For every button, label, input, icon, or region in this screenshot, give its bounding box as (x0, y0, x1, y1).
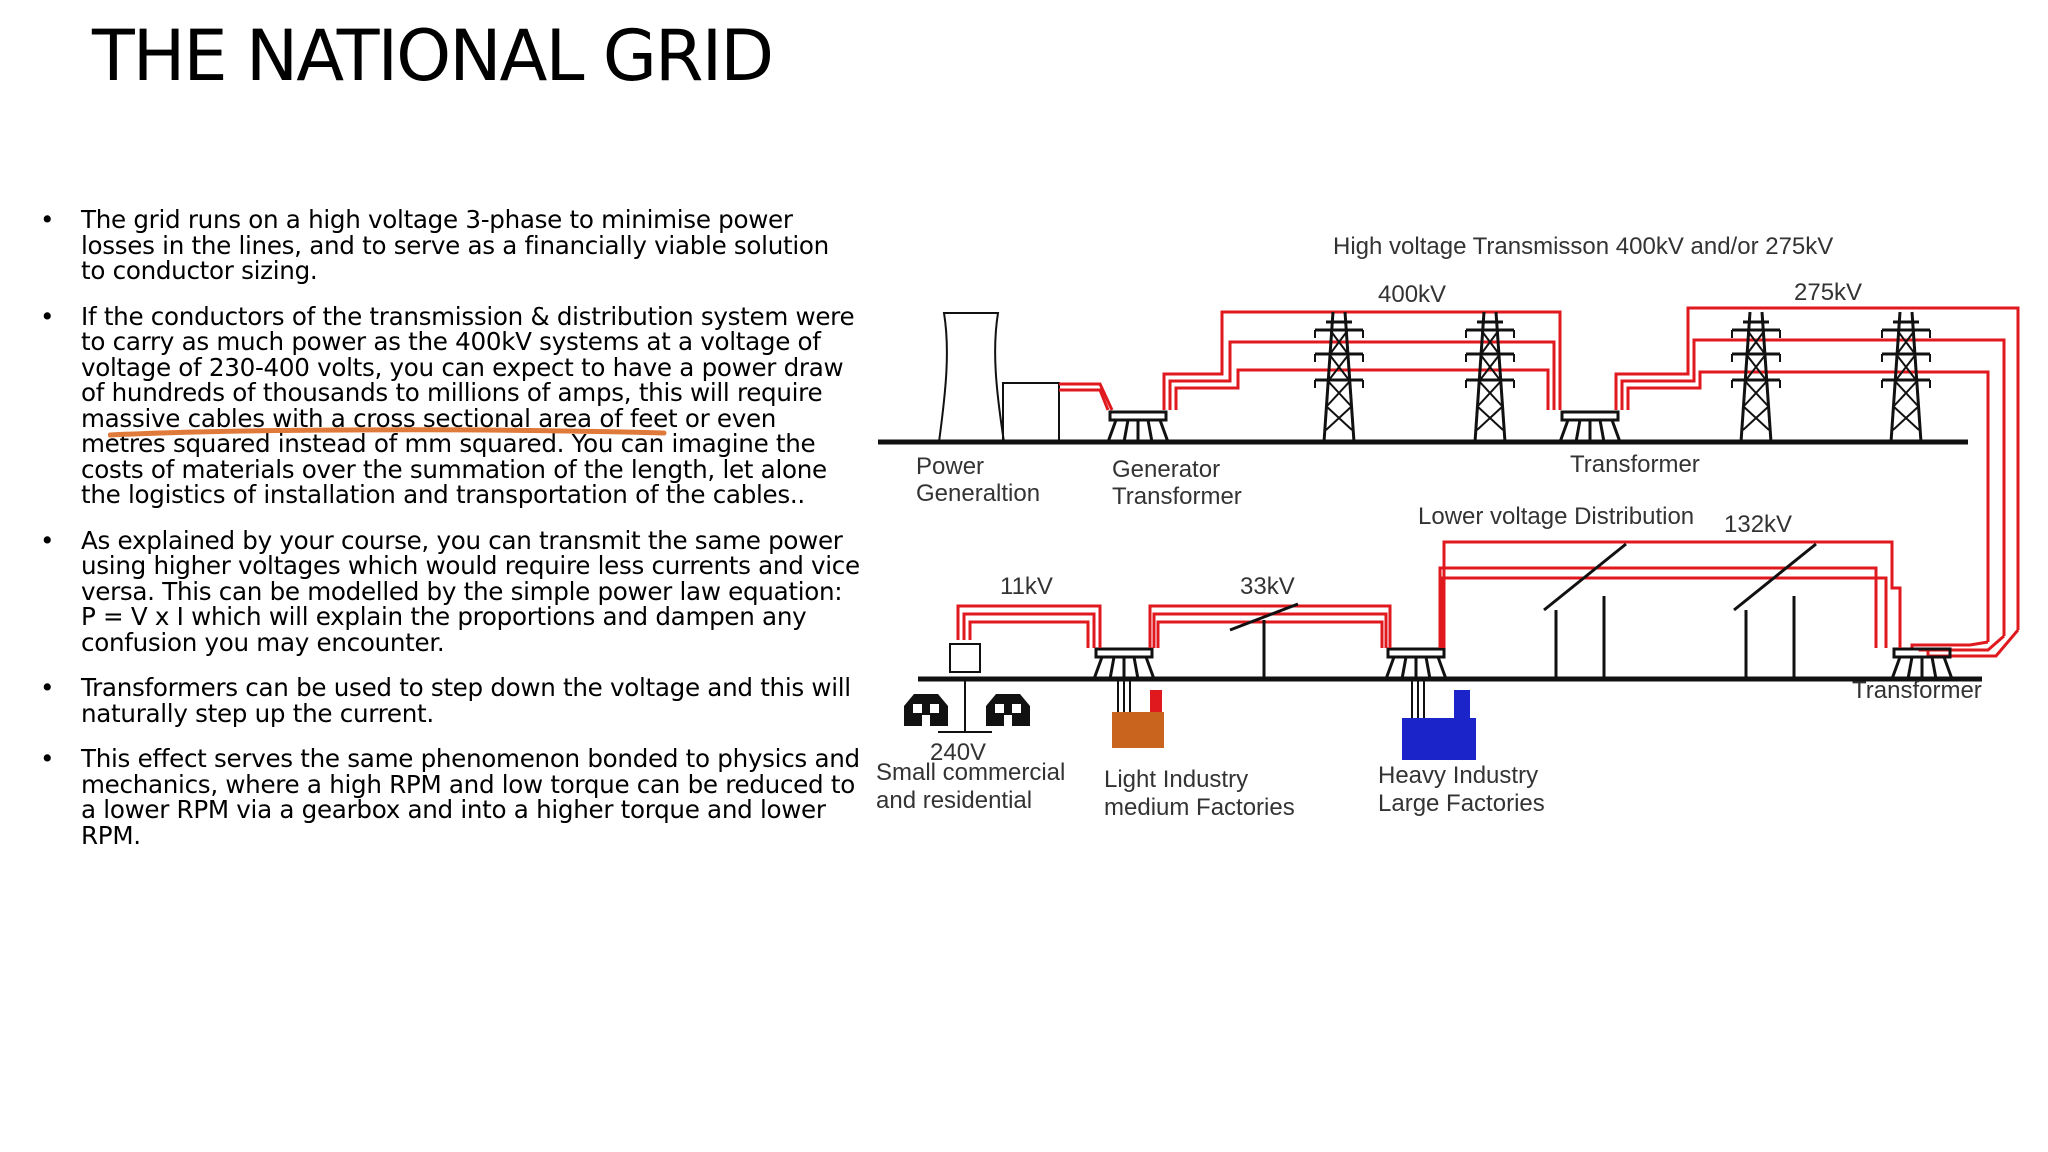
label-transformer-lower: Transformer (1852, 677, 1982, 704)
label-275kv: 275kV (1794, 279, 1862, 306)
label-generator-transformer: Generator (1112, 456, 1220, 483)
bullet-item: This effect serves the same phenomenon b… (40, 746, 860, 848)
house-right (986, 694, 1030, 726)
bullet-item: The grid runs on a high voltage 3-phase … (40, 207, 860, 284)
label-light-industry: medium Factories (1104, 794, 1295, 821)
transformer-33kv (1384, 647, 1448, 681)
label-132kv: 132kV (1724, 511, 1792, 538)
label-small-commercial: Small commercial (876, 759, 1065, 786)
distribution-poles (1229, 542, 1817, 679)
label-transformer-upper: Transformer (1570, 451, 1700, 478)
label-400kv: 400kV (1378, 281, 1446, 308)
heavy-industry-factory (1402, 679, 1476, 760)
label-heavy-industry: Heavy Industry (1378, 762, 1538, 789)
pylon-275kv-2 (1880, 310, 1932, 444)
label-33kv: 33kV (1240, 573, 1295, 600)
bullet-item: Transformers can be used to step down th… (40, 675, 860, 726)
label-11kv: 11kV (1000, 573, 1053, 600)
bullet-list: The grid runs on a high voltage 3-phase … (40, 207, 860, 868)
annotation-underline (108, 427, 667, 438)
transformer-11kv (1092, 647, 1156, 681)
pylon-275kv-1 (1730, 310, 1782, 444)
transformer-upper (1558, 410, 1622, 444)
label-power-generation: Generaltion (916, 480, 1040, 507)
label-power-generation: Power (916, 453, 984, 480)
slide-title: THE NATIONAL GRID (92, 15, 774, 97)
pylon-400kv-2 (1464, 310, 1516, 444)
label-transmission: High voltage Transmisson 400kV and/or 27… (1333, 233, 1833, 260)
light-industry-factory (1112, 679, 1164, 748)
label-lower-distribution: Lower voltage Distribution (1418, 503, 1694, 530)
power-station (938, 312, 1060, 443)
label-generator-transformer: Transformer (1112, 483, 1242, 510)
pylon-400kv-1 (1313, 310, 1365, 444)
substation-240v (938, 643, 992, 733)
bullet-item: If the conductors of the transmission & … (40, 303, 860, 508)
distribution-lines (956, 540, 1902, 648)
national-grid-diagram: High voltage Transmisson 400kV and/or 27… (876, 233, 2020, 821)
transmission-lines (1059, 306, 2020, 658)
house-left (904, 694, 948, 726)
transformer-lower-right (1890, 647, 1954, 681)
label-small-commercial: and residential (876, 787, 1032, 814)
label-240v: 240V (930, 739, 986, 766)
bullet-item: As explained by your course, you can tra… (40, 527, 860, 656)
generator-transformer (1106, 410, 1170, 444)
label-light-industry: Light Industry (1104, 766, 1248, 793)
label-heavy-industry: Large Factories (1378, 790, 1545, 817)
